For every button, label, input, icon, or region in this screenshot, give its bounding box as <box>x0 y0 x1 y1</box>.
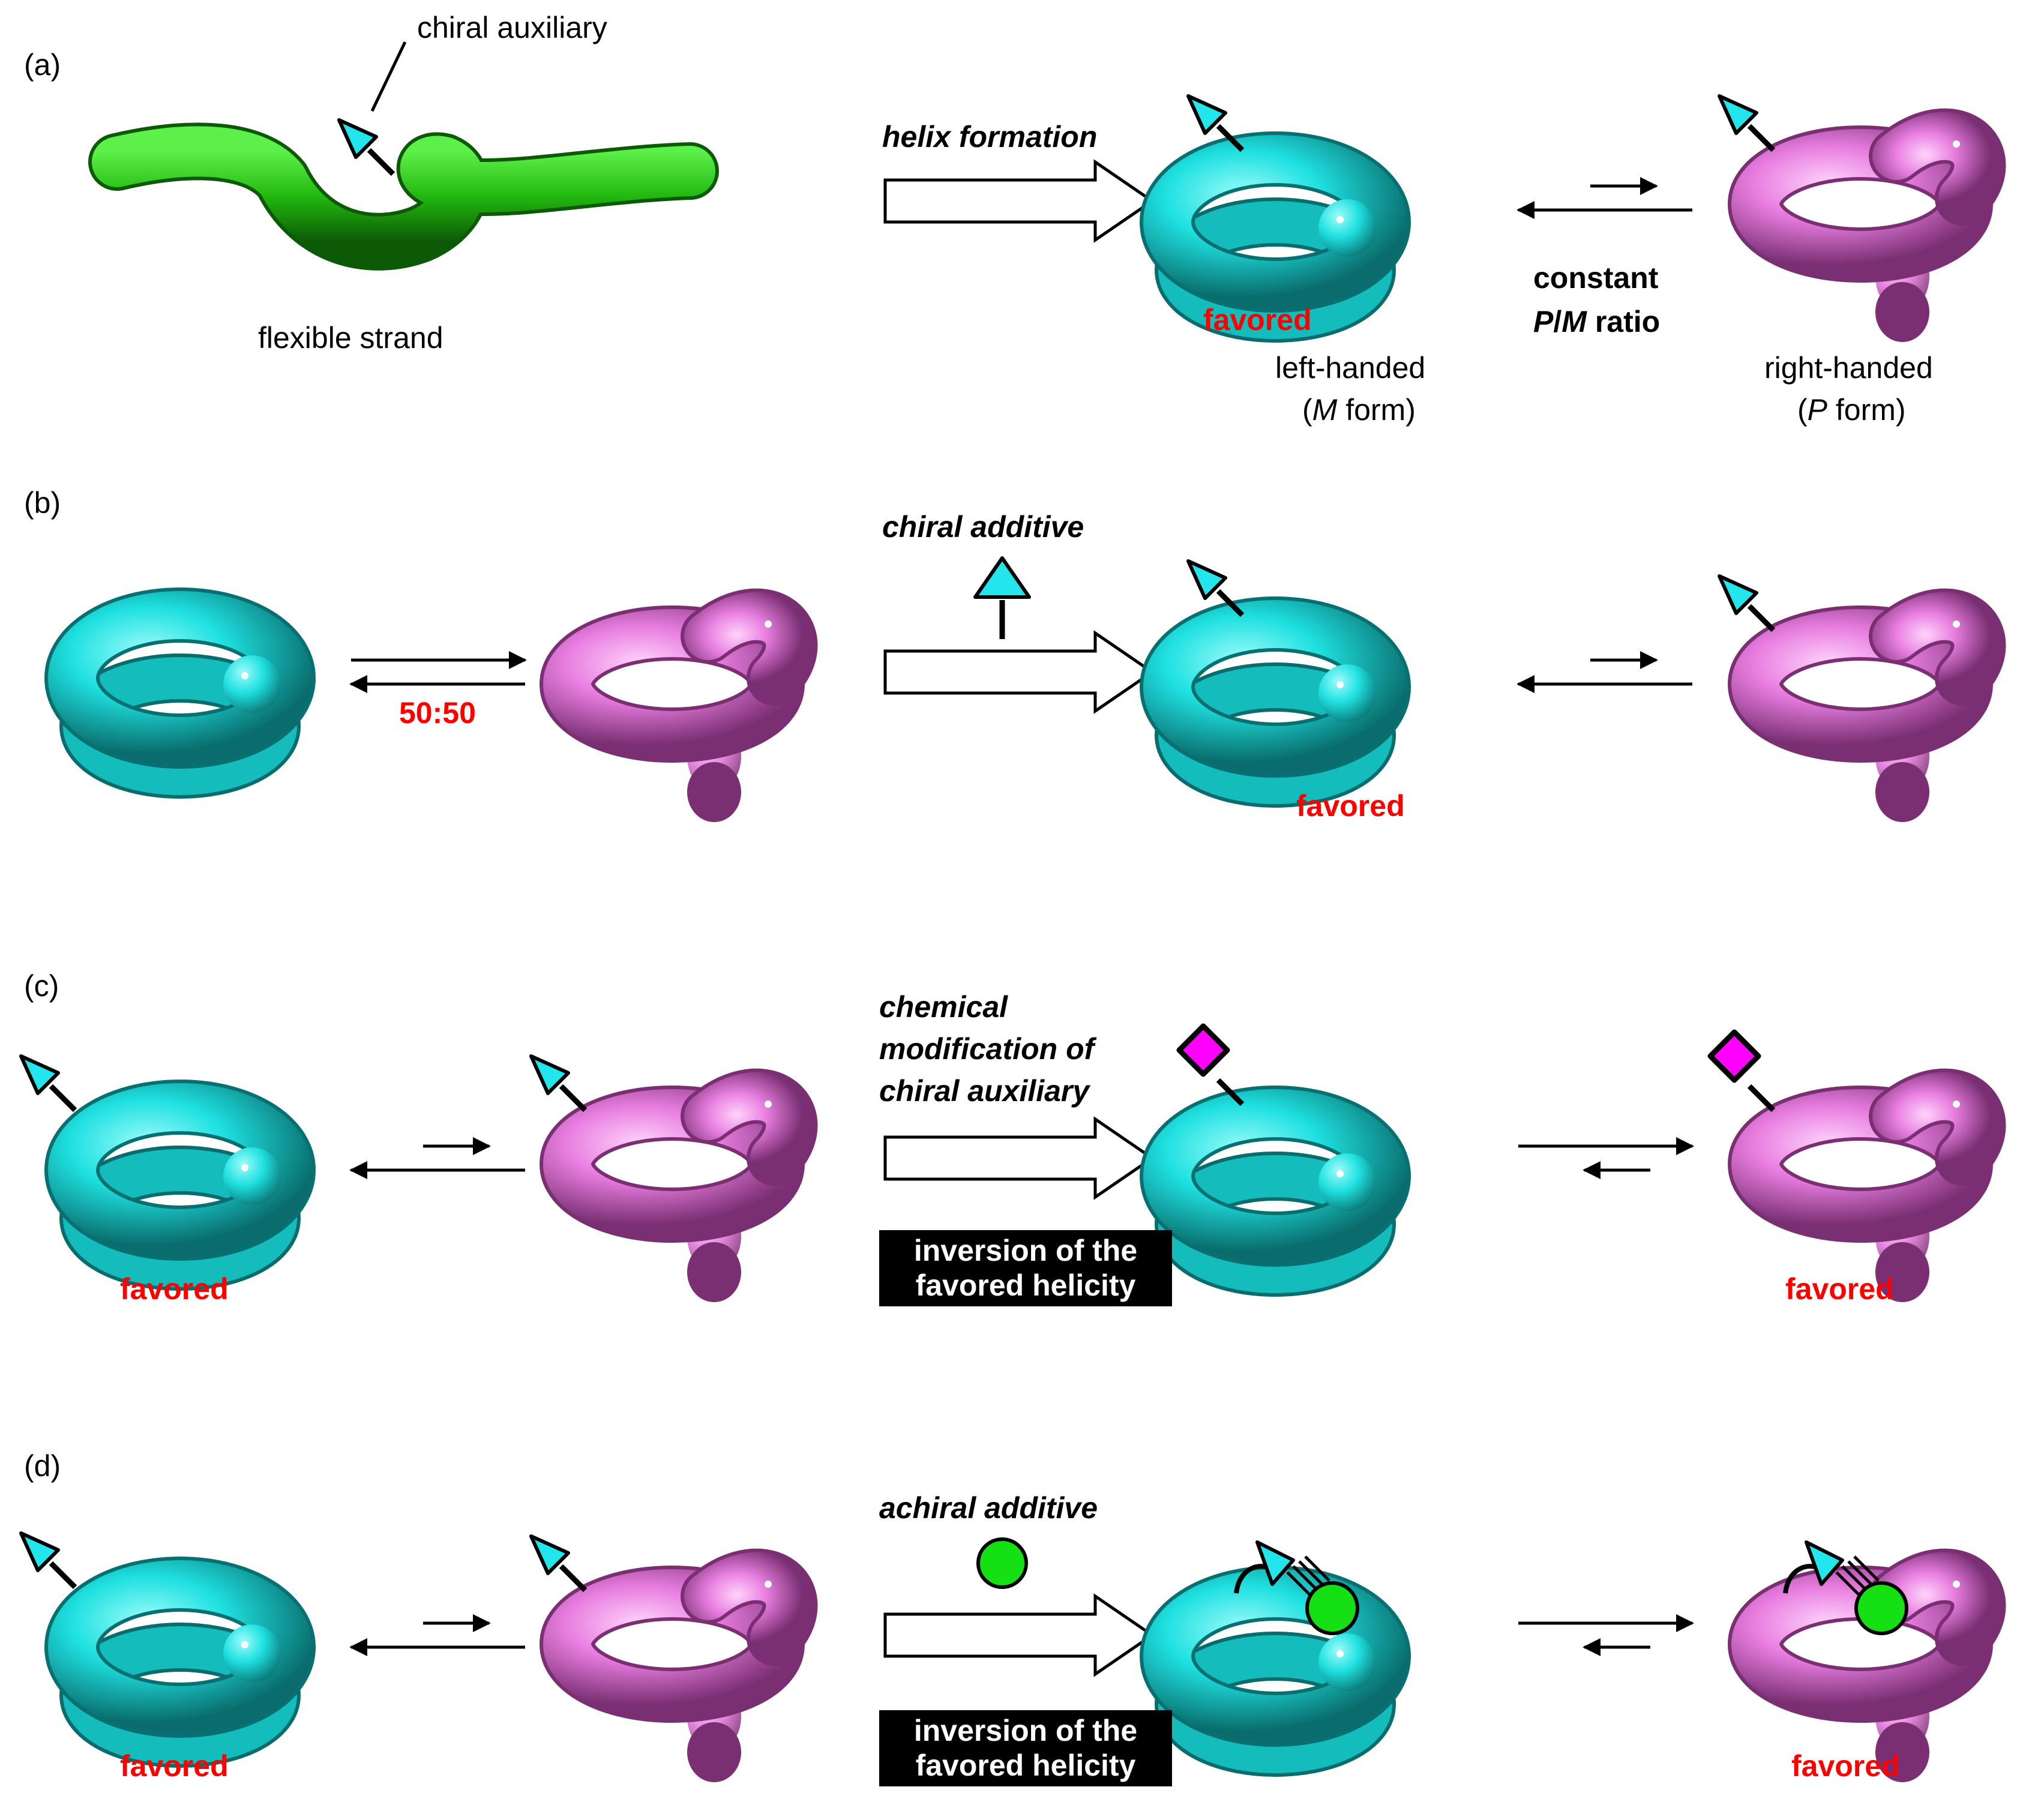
equilibrium-arrows-c1 <box>351 1146 525 1170</box>
left-handed-helix <box>72 615 288 774</box>
equilibrium-arrows-a <box>1518 186 1692 210</box>
left-handed-helix-complex <box>1167 1540 1383 1752</box>
m-form-label: (M form) <box>1302 393 1416 427</box>
left-handed-helix <box>21 1056 288 1266</box>
equilibrium-arrows-d1 <box>351 1623 525 1647</box>
chiral-additive-arrow <box>885 633 1152 711</box>
modification-line-1: chemical <box>879 990 1008 1024</box>
panel-label-b: (b) <box>24 486 61 520</box>
panel-d <box>21 1533 1978 1782</box>
favored-label-left: favored <box>120 1272 229 1306</box>
achiral-additive-arrow <box>885 1596 1152 1674</box>
auxiliary-pointer-line <box>370 41 407 112</box>
flexible-strand-shape <box>88 41 719 271</box>
favored-label-right: favored <box>1785 1272 1894 1306</box>
right-handed-label: right-handed <box>1764 351 1933 385</box>
left-handed-helix <box>21 1533 288 1743</box>
favored-label: favored <box>1203 303 1312 337</box>
ratio-label: 50:50 <box>399 696 476 730</box>
left-handed-helix <box>1167 561 1383 783</box>
inversion-badge: inversion of the favored helicity <box>879 1230 1172 1306</box>
right-handed-helix <box>1719 576 1978 822</box>
right-handed-helix <box>1710 1032 1978 1302</box>
chiral-auxiliary-marker <box>337 118 395 176</box>
right-handed-helix <box>531 1536 790 1782</box>
constant-label: constant <box>1533 261 1659 295</box>
achiral-additive-marker <box>976 1537 1028 1589</box>
inversion-badge: inversion of the favored helicity <box>879 1710 1172 1786</box>
equilibrium-arrows-d2 <box>1518 1623 1692 1647</box>
p-form-label: (P form) <box>1797 393 1906 427</box>
right-handed-helix <box>531 1056 790 1302</box>
chiral-auxiliary-label: chiral auxiliary <box>417 11 607 44</box>
right-handed-helix <box>1719 96 1978 342</box>
helix-formation-label: helix formation <box>882 120 1098 154</box>
flexible-strand-label: flexible strand <box>258 321 443 355</box>
modification-line-3: chiral auxiliary <box>879 1074 1090 1108</box>
left-handed-label: left-handed <box>1275 351 1426 385</box>
achiral-additive-label: achiral additive <box>879 1491 1098 1525</box>
equilibrium-arrows-c2 <box>1518 1146 1692 1170</box>
panel-label-a: (a) <box>24 48 61 82</box>
modification-arrow <box>885 1119 1152 1197</box>
modification-line-2: modification of <box>879 1032 1095 1066</box>
panel-b <box>72 556 1978 822</box>
favored-label-right: favored <box>1791 1749 1900 1783</box>
right-handed-helix-complex <box>1755 1540 1978 1782</box>
panel-label-c: (c) <box>24 969 59 1003</box>
equilibrium-arrows-b2 <box>1518 660 1692 684</box>
helix-formation-arrow <box>885 162 1152 240</box>
favored-label: favored <box>1296 789 1405 823</box>
chiral-additive-label: chiral additive <box>882 510 1084 544</box>
chiral-additive-marker <box>973 556 1031 639</box>
equilibrium-arrows-b1 <box>351 660 525 684</box>
left-handed-helix <box>1167 96 1383 318</box>
pm-ratio-label: P/M ratio <box>1533 305 1661 338</box>
right-handed-helix <box>567 616 790 822</box>
panel-label-d: (d) <box>24 1449 61 1483</box>
panel-a <box>88 41 1978 342</box>
left-handed-helix <box>1167 1026 1383 1272</box>
favored-label-left: favored <box>120 1749 229 1783</box>
